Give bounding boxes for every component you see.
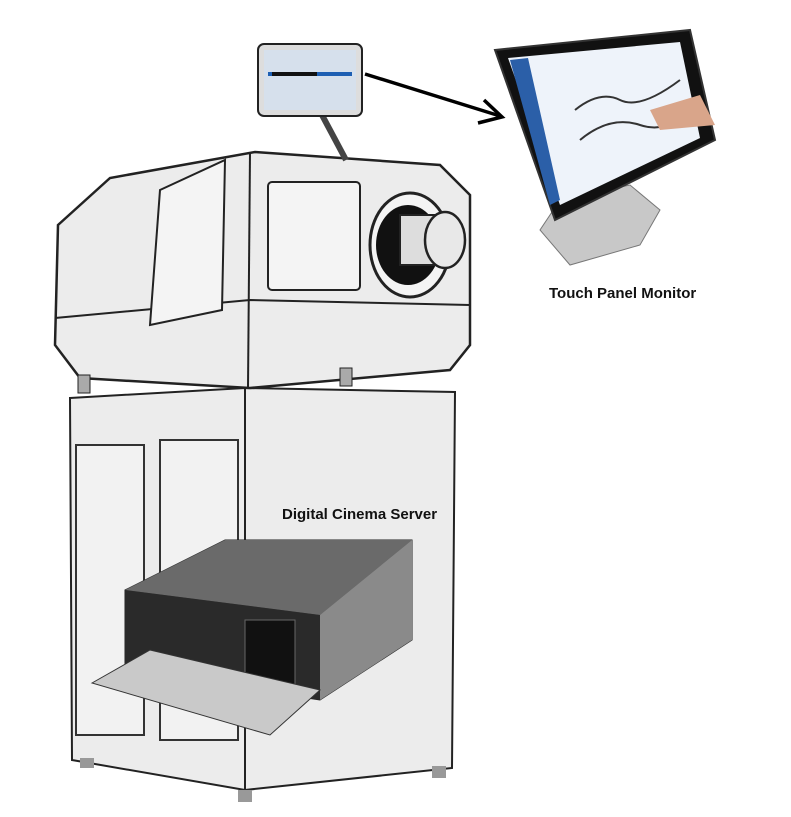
server-label: Digital Cinema Server <box>282 506 438 523</box>
cinema-server <box>90 539 413 736</box>
mounted-touch-panel <box>257 43 363 162</box>
touch-panel-monitor <box>493 28 717 266</box>
projector <box>53 150 472 394</box>
touch-panel-label: Touch Panel Monitor <box>549 285 697 302</box>
arrow-icon <box>364 72 506 125</box>
server-tray <box>90 649 322 736</box>
